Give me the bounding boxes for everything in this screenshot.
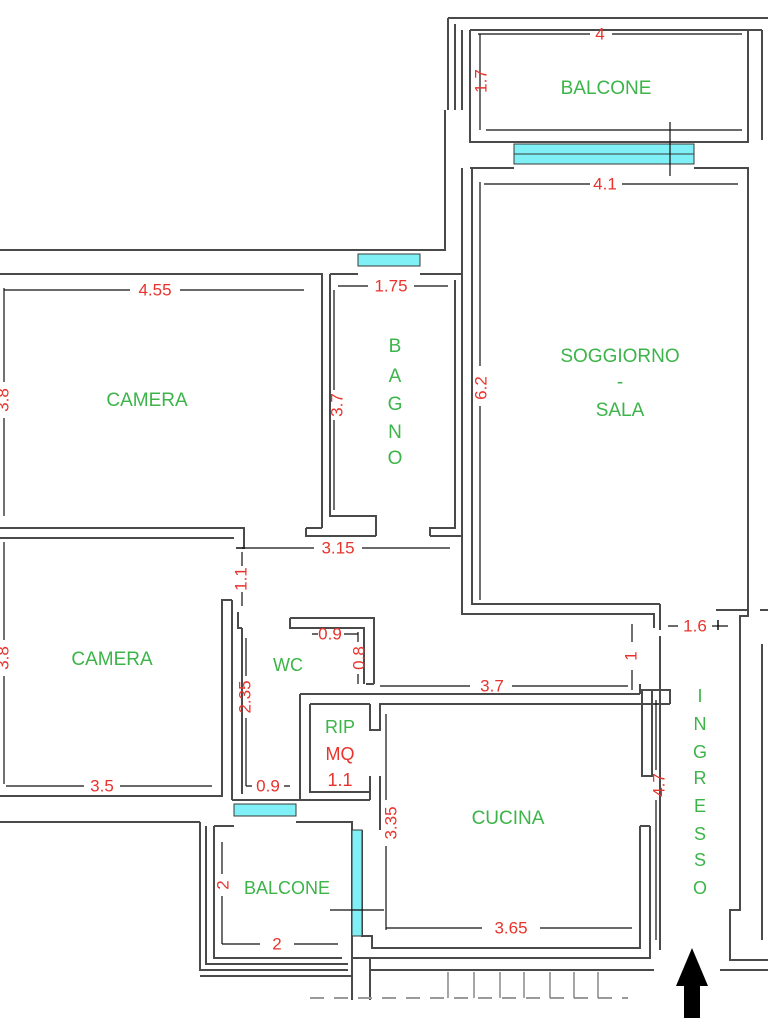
bagno-letter: B — [389, 336, 402, 357]
window-corridor — [233, 803, 297, 817]
room-label-balcone-top: BALCONE — [561, 78, 652, 99]
ingresso-letter: I — [697, 686, 702, 706]
room-label-camera-bottom: CAMERA — [71, 649, 153, 670]
dim-ingresso-depth: 4.7 — [649, 773, 668, 797]
bagno-letter: A — [389, 366, 402, 387]
windows — [233, 122, 695, 937]
dim-bagno-width: 1.75 — [374, 276, 407, 295]
ingresso-letter: G — [693, 742, 707, 762]
room-label-cucina: CUCINA — [472, 808, 545, 829]
dim-cucina-width: 3.65 — [494, 918, 527, 937]
dim-ingresso-width: 1.6 — [683, 616, 707, 635]
room-label-soggiorno: SOGGIORNO — [560, 346, 679, 367]
dim-corridor-c: 0.9 — [256, 776, 280, 795]
dim-soggiorno-depth: 6.2 — [471, 376, 490, 400]
room-label-balcone-bottom: BALCONE — [244, 878, 330, 898]
bagno-letter: O — [388, 448, 403, 469]
room-label-soggiorno-dash: - — [617, 372, 623, 393]
ingresso-letter: R — [694, 768, 707, 788]
dim-wc-depth: 0.8 — [349, 646, 368, 670]
dim-bagno-depth: 3.7 — [327, 393, 346, 417]
bagno-letter: G — [388, 394, 403, 415]
room-label-wc: WC — [273, 655, 303, 675]
dim-ingresso-step: 1 — [621, 651, 640, 660]
dim-corridor-width: 3.15 — [321, 538, 354, 557]
ingresso-letter: S — [694, 824, 706, 844]
room-label-ingresso: I N G R E S S O — [693, 686, 707, 898]
dim-balcone-bottom-depth: 2 — [213, 880, 232, 889]
room-label-rip: RIP — [325, 717, 355, 737]
window-soggiorno — [513, 143, 695, 155]
dim-soggiorno-width: 4.1 — [593, 174, 617, 193]
room-label-sala: SALA — [596, 400, 645, 421]
stairs-marks — [447, 972, 599, 998]
dim-corridor-a: 1.1 — [231, 567, 250, 591]
window-soggiorno-lower — [513, 153, 695, 165]
entrance-arrow-icon — [676, 948, 708, 1018]
dim-camera-top-depth: 3.8 — [0, 388, 12, 412]
ingresso-letter: S — [694, 850, 706, 870]
ingresso-letter: E — [694, 796, 706, 816]
room-label-camera-top: CAMERA — [106, 390, 188, 411]
dim-cucina-depth: 3.35 — [381, 806, 400, 839]
dim-balcone-top-depth: 1.7 — [471, 69, 490, 93]
dim-wc-width: 0.9 — [318, 624, 342, 643]
dim-balcone-top-width: 4 — [595, 24, 604, 43]
dim-camera-bottom-depth: 3.8 — [0, 646, 12, 670]
dim-camera-bottom-width: 3.5 — [90, 776, 114, 795]
dim-balcone-bottom-width: 2 — [272, 934, 281, 953]
window-cucina — [351, 829, 363, 937]
dim-corridor-length: 3.7 — [480, 676, 504, 695]
walls — [0, 17, 768, 1000]
bagno-letter: N — [388, 422, 402, 443]
ingresso-letter: N — [694, 714, 707, 734]
dimension-lines — [3, 33, 742, 945]
room-label-bagno: B A G N O — [388, 336, 403, 469]
dim-camera-top-width: 4.55 — [138, 280, 171, 299]
rip-area-unit: MQ — [326, 744, 355, 764]
window-bagno — [357, 253, 421, 267]
ingresso-letter: O — [693, 878, 707, 898]
rip-area-value: 1.1 — [327, 770, 352, 790]
dim-corridor-b: 2.35 — [235, 680, 254, 713]
